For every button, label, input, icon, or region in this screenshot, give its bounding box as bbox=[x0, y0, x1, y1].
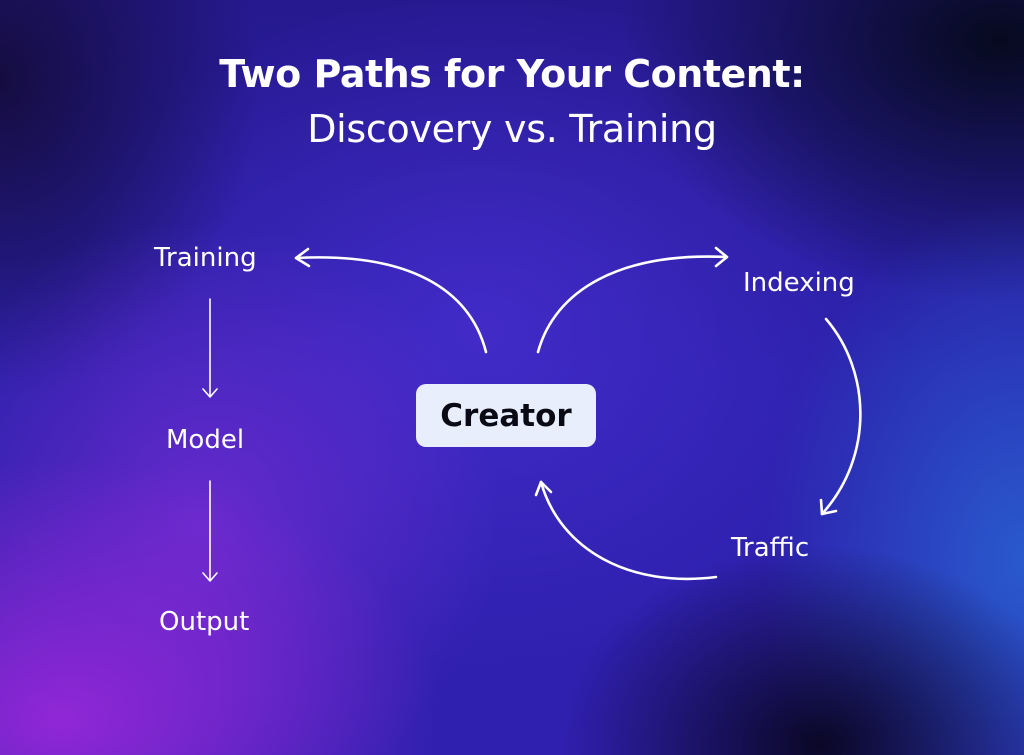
page-subtitle: Discovery vs. Training bbox=[307, 107, 717, 151]
arrow-creator-to-training-icon bbox=[294, 247, 488, 354]
arrow-training-to-model-icon bbox=[202, 298, 218, 398]
arrow-model-to-output-icon bbox=[202, 480, 218, 582]
node-model: Model bbox=[166, 425, 245, 455]
page-title: Two Paths for Your Content: bbox=[219, 52, 805, 96]
arrow-indexing-to-traffic-icon bbox=[819, 317, 862, 516]
arrow-creator-to-indexing-icon bbox=[536, 246, 729, 354]
node-traffic: Traffic bbox=[731, 533, 810, 563]
node-creator-label: Creator bbox=[440, 397, 572, 434]
node-training: Training bbox=[154, 243, 257, 273]
arrow-traffic-to-creator-icon bbox=[534, 480, 718, 581]
node-indexing: Indexing bbox=[743, 268, 855, 298]
node-creator: Creator bbox=[416, 384, 596, 447]
node-output: Output bbox=[159, 607, 250, 637]
